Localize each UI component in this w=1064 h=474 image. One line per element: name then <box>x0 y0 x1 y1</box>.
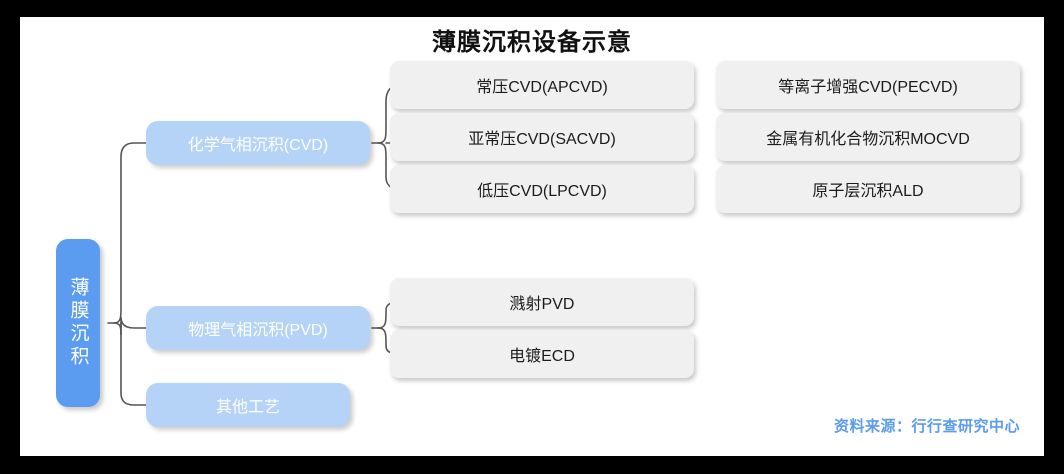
leaf-node-sputtering-pvd-label: 溅射PVD <box>509 296 575 313</box>
leaf-node-pecvd-label: 等离子增强CVD(PECVD) <box>778 79 958 96</box>
branch-node-cvd-label: 化学气相沉积(CVD) <box>187 137 329 154</box>
leaf-node-mocvd-label: 金属有机化合物沉积MOCVD <box>766 131 970 148</box>
diagram-sheet: 薄膜沉积设备示意 薄膜沉积 <box>20 17 1044 456</box>
leaf-node-pecvd[interactable]: 等离子增强CVD(PECVD) <box>716 61 1020 109</box>
leaf-node-lpcvd-label: 低压CVD(LPCVD) <box>477 183 607 200</box>
branch-node-pvd-label: 物理气相沉积(PVD) <box>188 322 328 339</box>
leaf-node-ecd[interactable]: 电镀ECD <box>390 330 694 378</box>
leaf-node-sputtering-pvd[interactable]: 溅射PVD <box>390 278 694 326</box>
branch-node-other-label: 其他工艺 <box>215 399 280 416</box>
leaf-node-sacvd-label: 亚常压CVD(SACVD) <box>468 131 616 148</box>
root-node[interactable]: 薄膜沉积 <box>56 239 100 407</box>
root-node-label: 薄膜沉积 <box>67 277 89 369</box>
branch-node-cvd[interactable]: 化学气相沉积(CVD) <box>146 121 370 165</box>
source-note: 资料来源：行行查研究中心 <box>833 418 1020 435</box>
leaf-node-ecd-label: 电镀ECD <box>509 348 575 365</box>
page-title: 薄膜沉积设备示意 <box>432 29 632 56</box>
leaf-node-mocvd[interactable]: 金属有机化合物沉积MOCVD <box>716 113 1020 161</box>
branch-node-pvd[interactable]: 物理气相沉积(PVD) <box>146 306 370 350</box>
leaf-node-apcvd[interactable]: 常压CVD(APCVD) <box>390 61 694 109</box>
leaf-node-apcvd-label: 常压CVD(APCVD) <box>476 79 608 96</box>
leaf-node-sacvd[interactable]: 亚常压CVD(SACVD) <box>390 113 694 161</box>
branch-node-other[interactable]: 其他工艺 <box>146 383 350 427</box>
leaf-node-ald[interactable]: 原子层沉积ALD <box>716 165 1020 213</box>
leaf-node-lpcvd[interactable]: 低压CVD(LPCVD) <box>390 165 694 213</box>
leaf-node-ald-label: 原子层沉积ALD <box>812 183 924 200</box>
